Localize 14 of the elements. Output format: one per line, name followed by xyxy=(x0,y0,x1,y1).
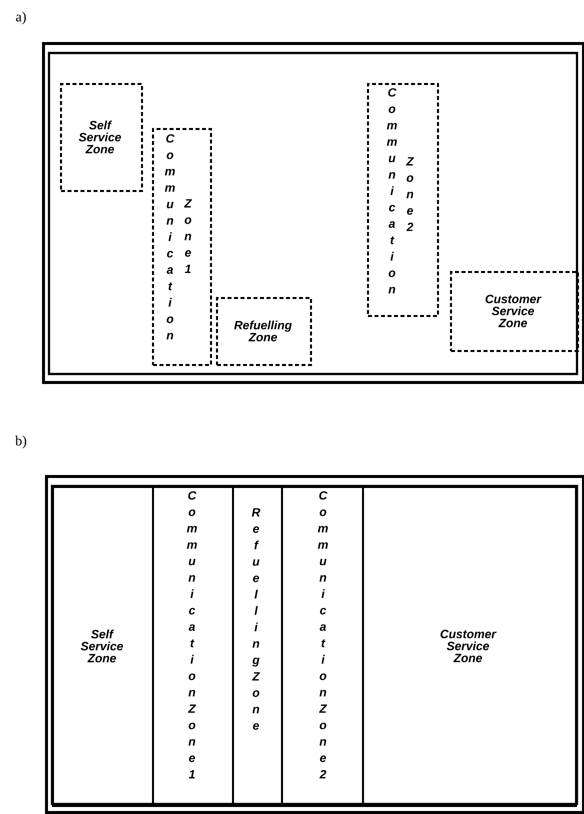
zone-box: Self Service Zone xyxy=(60,83,143,192)
zone-box: Refuelling Zone xyxy=(216,297,312,366)
zone-box: Communication Zone2 xyxy=(367,83,439,317)
zone-column: Communication Zone2 xyxy=(281,486,364,807)
panel-label: b) xyxy=(15,436,26,448)
frame xyxy=(42,42,584,384)
panel-label: a) xyxy=(16,12,26,24)
zone-column: Communication Zone1 xyxy=(152,486,234,807)
zone-column: Customer Service Zone xyxy=(362,486,577,807)
frame xyxy=(45,475,584,814)
zone-box: Customer Service Zone xyxy=(450,271,579,352)
zone-column: Refuelling Zone xyxy=(232,486,283,807)
zone-column: Self Service Zone xyxy=(52,486,154,807)
zone-box: Communication Zone1 xyxy=(152,128,212,366)
